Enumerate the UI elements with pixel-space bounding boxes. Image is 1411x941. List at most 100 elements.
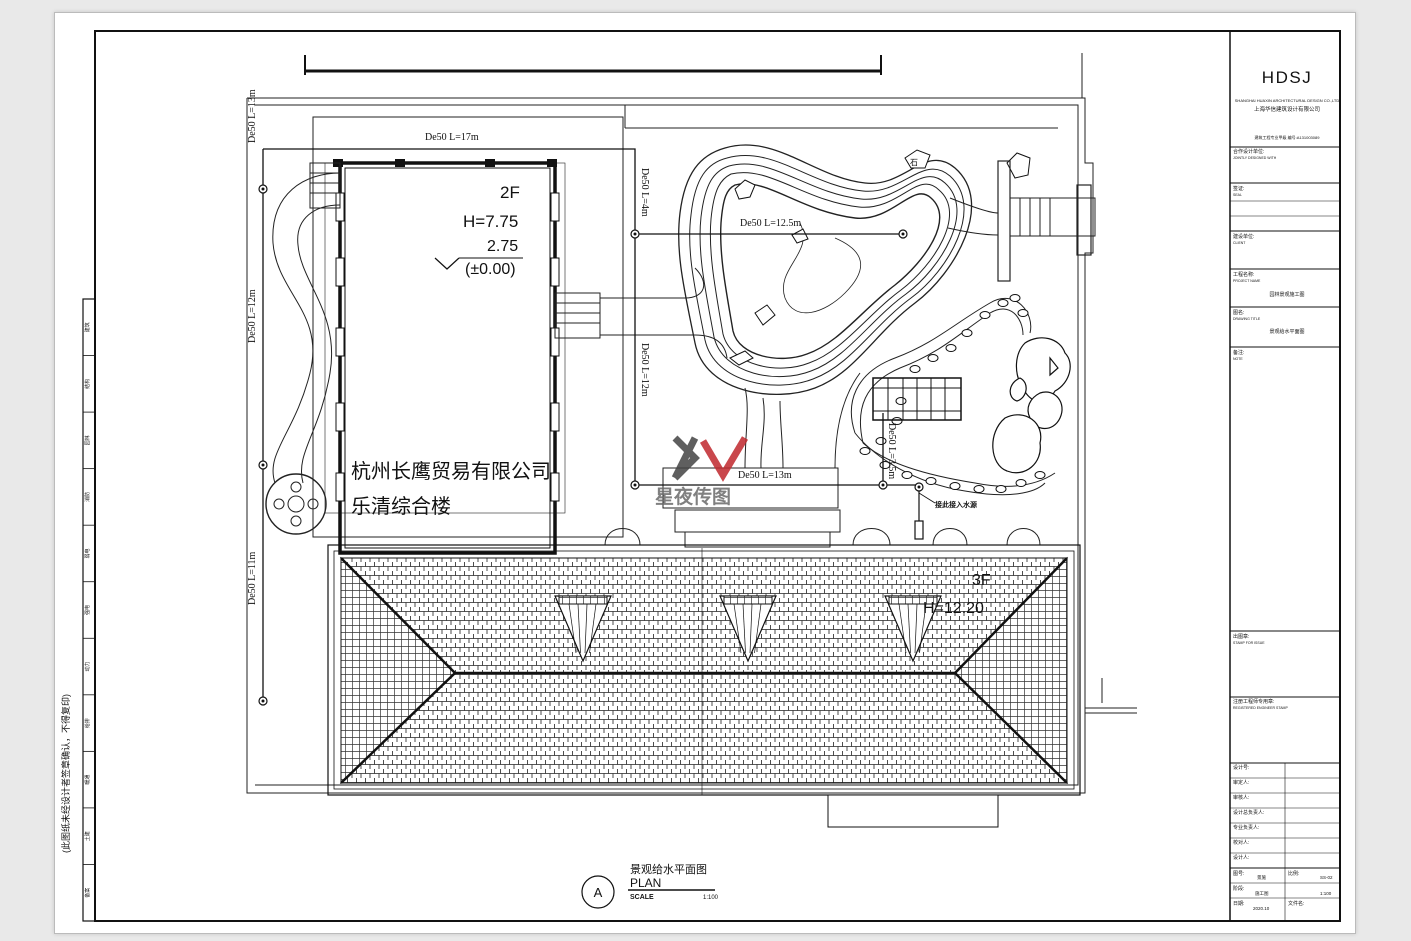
stepping-stone [973,485,985,493]
winding-path [272,162,341,484]
stepping-stone [1017,309,1029,317]
stepping-stone [901,471,913,479]
firm-cert: 建筑工程专业甲级 编号:A131003089 [1255,134,1321,140]
cooperation-label-en: JOINTLY DESIGNED WITH [1233,156,1277,160]
role-label: 设计人: [1233,854,1249,861]
stepping-stone [961,329,973,337]
stepping-stone [925,477,937,485]
discipline-label: 土建 [84,831,91,841]
pipe-node-dot [261,699,265,703]
role-label: 审核人: [1233,794,1249,801]
stepping-stone [875,437,887,445]
discipline-label: 给排 [84,718,91,728]
stepping-stone [997,299,1009,307]
dormer-ridge [723,595,773,605]
approval-label: 签证: [1233,185,1244,192]
top-dimension [304,55,882,75]
caption-scale-label: SCALE [630,894,654,901]
drawing-value: 景观给水平面图 [1269,328,1304,335]
plan-caption: A 景观给水平面图 PLAN SCALE 1:100 [581,863,719,909]
pipe-node-dot [633,483,637,487]
caption-scale-value: 1:100 [703,895,719,901]
pool-stones [729,149,1031,366]
remarks-label: 备注: [1233,349,1244,356]
entrance [604,467,1041,548]
discipline-label: 结构 [84,379,91,389]
landscape-pool [678,144,973,469]
pipe-node-dot [633,232,637,236]
pipe-node-dot [881,483,885,487]
pipe-label-west-mid: De50 L=12m [247,289,258,343]
rock-label: 石 [910,158,918,167]
issue-label-en: STAMP FOR ISSUE [1233,641,1265,645]
stepping-stone [927,354,939,362]
discipline-label: 建筑 [84,322,91,332]
rockery [992,337,1071,474]
date-value: 2020.10 [1253,906,1270,911]
scale-value-tb: 1:100 [1320,891,1332,896]
column [395,159,405,167]
approval-label-en: SEAL [1233,193,1242,197]
pipe-labels: De50 L=17m De50 L=4m De50 L=12.5m De50 L… [247,89,897,605]
sheet-no: SS-02 [1320,875,1333,880]
issue-label: 出图章: [1233,633,1249,640]
building-2f-height: H=7.75 [463,212,518,231]
east-bridge [947,160,1096,282]
pipe-label-south: De50 L=13m [738,470,792,481]
project-label-en: PROJECT NAME [1233,279,1261,283]
pipe-node-dot [261,187,265,191]
column [547,159,557,167]
caption-title-cn: 景观给水平面图 [630,863,707,876]
firm-name-en: SHANGHAI HUAXIN ARCHITECTURAL DESIGN CO.… [1235,98,1340,103]
drawing-sheet: 备案土建暖通给排动力强电弱电消防园林结构建筑 (此图纸未经设计者签章确认，不得复… [54,12,1356,934]
company-name: 杭州长鹰贸易有限公司 [351,460,551,483]
stepping-stone [995,485,1007,493]
stepping-stones [859,294,1046,493]
building-3f-roof: 3F H=12.20 [327,544,1081,828]
role-label: 设计号: [1233,764,1249,771]
stepping-stone [1015,479,1027,487]
phase-label: 阶段: [1233,885,1244,892]
scale-label: 比例: [1288,870,1299,877]
elevation-marker-icon [434,257,460,270]
stepping-stone [945,344,957,352]
stepping-stone [859,447,871,455]
stepping-stone [949,482,961,490]
stepping-path [850,297,1056,496]
discipline-label: 弱电 [84,548,91,558]
walkway [554,267,728,359]
file-label: 文件名: [1288,900,1304,907]
column [335,257,345,287]
stepping-stone [1009,294,1021,302]
pipe-node-dot [917,485,921,489]
water-inlet-label: 接此接入水源 [935,500,977,509]
watermark: 星夜传图 [655,435,749,508]
discipline-label: 暖通 [84,775,91,785]
building-2f-floor: 2F [500,183,520,202]
building-name: 乐清综合楼 [351,495,451,518]
project-label: 工程名称: [1233,271,1254,278]
project-value: 园林景观施工图 [1269,291,1304,298]
date-label: 日期: [1233,901,1244,907]
water-inlet-valve: 接此接入水源 [914,487,977,540]
pipe-label-west-low: De50 L=11m [247,551,258,605]
role-label: 设计总负责人: [1233,809,1264,816]
deck-grid [872,377,962,421]
drawing-label-en: DRAWING TITLE [1233,317,1261,321]
pipe-node-dot [901,232,905,236]
dormer-ridge [888,595,938,605]
pipe-label-east-lower: De50 L=12m [639,343,650,397]
stepping-stone [895,397,907,405]
building-3f-height: H=12.20 [923,600,984,617]
firm-name-cn: 上海华信建筑设计有限公司 [1254,105,1320,113]
caption-marker: A [594,885,603,900]
stepping-stone [979,311,991,319]
outer-frame [94,30,1341,922]
watermark-logo-icon [671,435,700,481]
discipline-label: 备案 [84,888,91,898]
stepping-stone [909,365,921,373]
building-3f-floor: 3F [972,572,991,589]
client-label: 建设单位: [1233,233,1254,240]
phase-value: 施工图 [1255,890,1269,897]
